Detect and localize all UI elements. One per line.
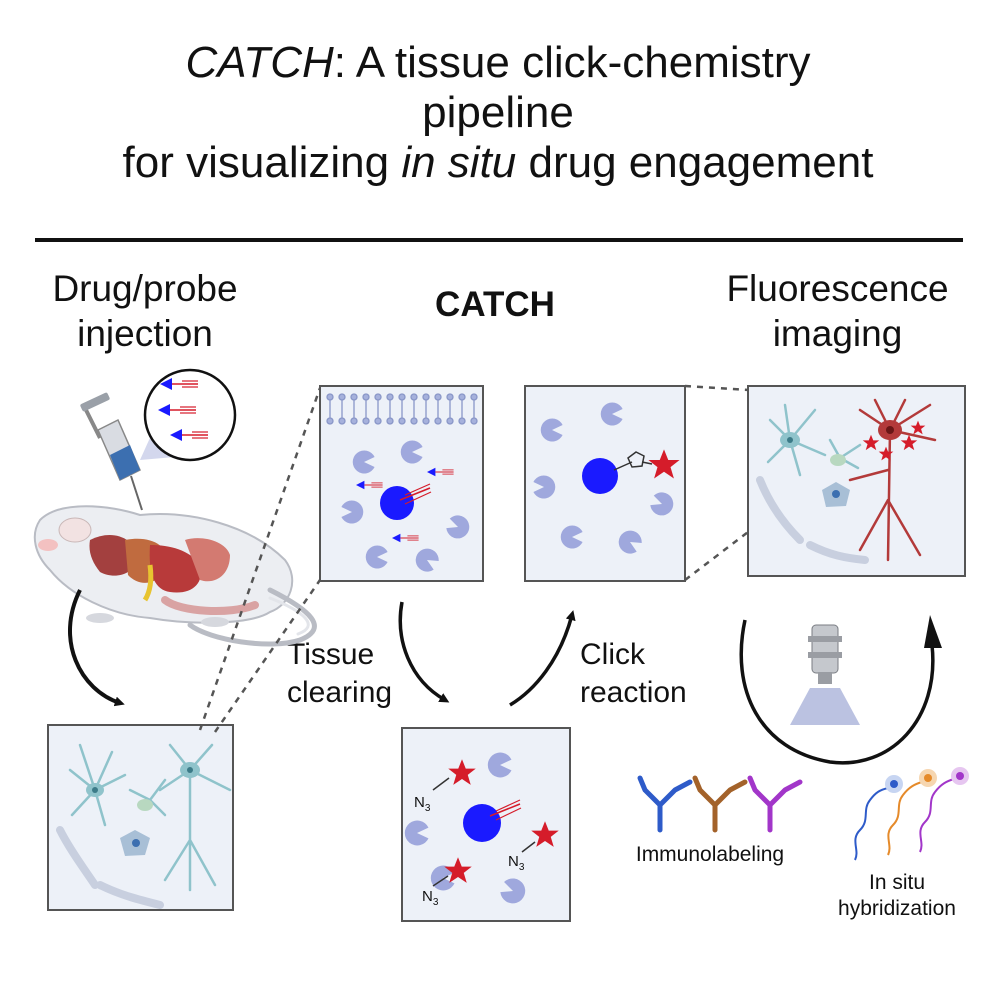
title-line-3: for visualizing in situ drug engagement: [0, 138, 996, 188]
panel-fluorescence-imaging: [747, 385, 966, 577]
syringe-icon: [80, 392, 143, 511]
title-in-situ-italic: in situ: [401, 138, 517, 187]
tissue-panel: [47, 724, 234, 911]
step-click-reaction: Click reaction: [580, 636, 687, 712]
step-tissue-clearing: Tissue clearing: [287, 636, 392, 712]
title-line-1-rest: : A tissue click-chemistry: [333, 38, 811, 87]
stage-imaging-line-1: Fluorescence: [726, 268, 949, 309]
figure-title: CATCH: A tissue click-chemistry pipeline…: [0, 38, 996, 188]
step-clearing-line-1: Tissue: [287, 638, 375, 671]
mouse-illustration: [33, 505, 317, 647]
title-catch-italic: CATCH: [185, 38, 334, 87]
stage-imaging-label: Fluorescence imaging: [700, 266, 975, 356]
azide-sub-1: 3: [424, 803, 431, 814]
step-clearing-line-2: clearing: [287, 676, 393, 709]
stage-catch-label: CATCH: [435, 285, 555, 324]
azide-label-2: N3: [508, 849, 524, 881]
panel-cleared-tissue: [401, 727, 571, 922]
azide-n-3: N: [422, 888, 433, 905]
azide-sub-3: 3: [432, 897, 439, 908]
title-line-3-post: drug engagement: [516, 138, 874, 187]
antibody-icons: [637, 775, 803, 833]
step-click-line-2: reaction: [580, 676, 687, 709]
stage-injection-line-2: injection: [77, 313, 213, 354]
probe-magnifier: [140, 368, 237, 462]
microscope-cycle: [739, 615, 942, 765]
ish-line-1: In situ: [868, 871, 926, 894]
title-divider: [35, 238, 963, 242]
azide-label-1: N3: [414, 790, 430, 822]
stage-imaging-line-2: imaging: [772, 313, 903, 354]
title-line-2: pipeline: [422, 88, 574, 137]
arrow-click-reaction: [509, 610, 576, 707]
azide-n-2: N: [508, 853, 519, 870]
azide-label-3: N3: [422, 884, 438, 916]
title-line-1: CATCH: A tissue click-chemistry: [0, 38, 996, 88]
ish-probe-icons: [854, 767, 969, 861]
panel-probe-binding: [319, 385, 484, 582]
arrow-injection-to-tissue: [68, 589, 125, 707]
azide-n-1: N: [414, 794, 425, 811]
arrow-tissue-clearing: [398, 601, 450, 703]
zoom-line-imaging-top: [684, 384, 781, 394]
azide-sub-2: 3: [518, 862, 525, 873]
zoom-line-upper: [198, 387, 322, 731]
stage-injection-label: Drug/probe injection: [20, 266, 270, 356]
title-line-3-pre: for visualizing: [122, 138, 402, 187]
stage-injection-line-1: Drug/probe: [52, 268, 238, 309]
ish-line-2: hybridization: [838, 897, 956, 920]
immunolabeling-label: Immunolabeling: [635, 843, 785, 866]
panel-click-product: [524, 385, 686, 582]
step-click-line-1: Click: [580, 638, 645, 671]
ish-label: In situ hybridization: [822, 870, 972, 922]
